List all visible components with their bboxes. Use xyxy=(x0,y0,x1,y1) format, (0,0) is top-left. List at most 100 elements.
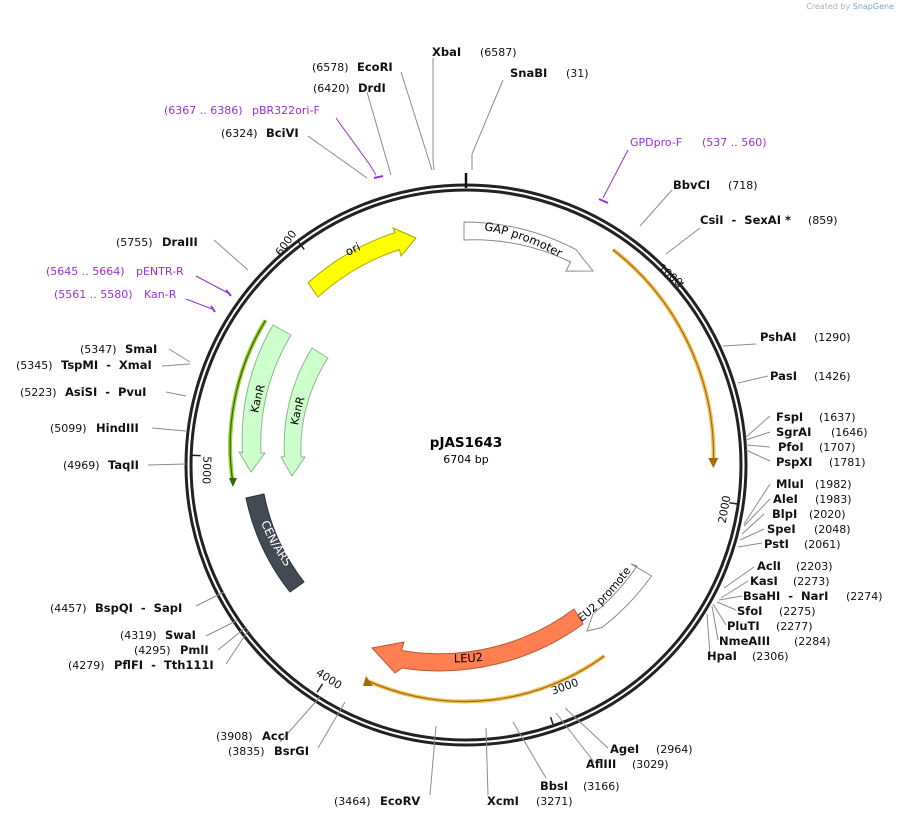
site-fspi-name[interactable]: FspI xyxy=(776,410,803,424)
site-bbvci-name[interactable]: BbvCI xyxy=(673,178,710,192)
site-asisi-pvui-name[interactable]: AsiSI - PvuI xyxy=(65,385,146,399)
primer-pentr-r-name[interactable]: pENTR-R xyxy=(136,265,184,278)
site-pflfi-tth111i-pos: (4279) xyxy=(68,659,105,672)
site-agei-pos: (2964) xyxy=(656,743,693,756)
feature-ori[interactable]: ori xyxy=(307,227,417,298)
primer-kan-r-name[interactable]: Kan-R xyxy=(144,288,177,301)
site-bsrgi-pos: (3835) xyxy=(228,745,265,758)
site-swai-name[interactable]: SwaI xyxy=(165,628,196,642)
site-pshai-name[interactable]: PshAI xyxy=(760,330,796,344)
site-kasi-name[interactable]: KasI xyxy=(750,574,778,588)
site-pspxi-name[interactable]: PspXI xyxy=(776,455,812,469)
primer-pbr322ori-f-name[interactable]: pBR322ori-F xyxy=(252,104,320,117)
site-pfoi-pos: (1707) xyxy=(819,441,856,454)
site-pasi-name[interactable]: PasI xyxy=(770,369,797,383)
site-xcmi-name[interactable]: XcmI xyxy=(487,794,519,808)
site-hindiii-pos: (5099) xyxy=(50,422,87,435)
site-nmeaiii-pos: (2284) xyxy=(794,635,831,648)
site-bspqi-sapi-pos: (4457) xyxy=(50,602,87,615)
primer-pbr322ori-f-range: (6367 .. 6386) xyxy=(164,104,243,117)
site-pflfi-tth111i-name[interactable]: PflFI - Tth111I xyxy=(114,658,214,672)
site-bcivi-name[interactable]: BciVI xyxy=(266,126,299,140)
site-bbvci-pos: (718) xyxy=(728,179,758,192)
site-xbai-name[interactable]: XbaI xyxy=(432,45,461,59)
snapgene-credit: Created by SnapGene xyxy=(806,2,894,11)
site-xcmi-pos: (3271) xyxy=(536,795,573,808)
site-pluti-name[interactable]: PluTI xyxy=(727,619,760,633)
site-draiii-name[interactable]: DraIII xyxy=(162,235,198,249)
site-spei-pos: (2048) xyxy=(814,523,851,536)
site-bbsi-pos: (3166) xyxy=(583,780,620,793)
site-acli-name[interactable]: AclI xyxy=(757,559,781,573)
site-ecorv-name[interactable]: EcoRV xyxy=(380,794,420,808)
feature-kanr-inner[interactable]: KanR xyxy=(280,347,329,477)
site-hindiii-name[interactable]: HindIII xyxy=(96,421,139,435)
site-ecori-pos: (6578) xyxy=(312,61,349,74)
site-pshai-pos: (1290) xyxy=(814,331,851,344)
site-bbsi-name[interactable]: BbsI xyxy=(540,779,568,793)
credit-brand: SnapGene xyxy=(852,2,894,11)
site-mlui-pos: (1982) xyxy=(815,478,852,491)
site-xbai-pos: (6587) xyxy=(480,46,517,59)
site-asisi-pvui-pos: (5223) xyxy=(20,386,57,399)
site-bsahi-nari-name[interactable]: BsaHI - NarI xyxy=(743,589,828,603)
site-csii-sexai-name[interactable]: CsiI - SexAI * xyxy=(700,213,791,227)
feature-leu2[interactable]: LEU2 xyxy=(371,608,584,674)
site-pspxi-pos: (1781) xyxy=(829,456,866,469)
site-pmli-pos: (4295) xyxy=(134,644,171,657)
site-bcivi-pos: (6324) xyxy=(221,127,258,140)
site-nmeaiii-name[interactable]: NmeAIII xyxy=(719,634,770,648)
primer-gpdpro-f-name[interactable]: GPDpro-F xyxy=(630,136,682,149)
site-swai-pos: (4319) xyxy=(120,629,157,642)
site-leaders xyxy=(147,58,771,796)
site-pmli-name[interactable]: PmlI xyxy=(180,643,209,657)
feature-cen-ars[interactable]: CEN/ARS xyxy=(245,493,305,593)
site-agei-name[interactable]: AgeI xyxy=(610,742,639,756)
site-smai-name[interactable]: SmaI xyxy=(125,342,157,356)
primer-gpdpro-f-range: (537 .. 560) xyxy=(702,136,767,149)
site-ecori-name[interactable]: EcoRI xyxy=(357,60,393,74)
site-csii-sexai-pos: (859) xyxy=(808,214,838,227)
site-pfoi-name[interactable]: PfoI xyxy=(778,440,804,454)
plasmid-length: 6704 bp xyxy=(443,453,488,466)
site-sgrai-name[interactable]: SgrAI xyxy=(776,425,811,439)
svg-text:LEU2: LEU2 xyxy=(454,650,484,666)
site-snabi-name[interactable]: SnaBI xyxy=(510,66,547,80)
site-labels: XbaI (6587) SnaBI (31) (6578) EcoRI (642… xyxy=(16,45,883,808)
feature-highlights xyxy=(228,248,719,704)
site-spei-name[interactable]: SpeI xyxy=(767,522,796,536)
site-bsahi-nari-pos: (2274) xyxy=(846,590,883,603)
plasmid-title: pJAS1643 6704 bp xyxy=(430,435,502,466)
site-fspi-pos: (1637) xyxy=(819,411,856,424)
site-hpai-pos: (2306) xyxy=(752,650,789,663)
site-alei-name[interactable]: AleI xyxy=(773,492,798,506)
site-snabi-pos: (31) xyxy=(566,67,589,80)
site-sfoi-name[interactable]: SfoI xyxy=(737,604,762,618)
credit-prefix: Created by xyxy=(806,2,851,11)
site-hpai-name[interactable]: HpaI xyxy=(707,649,737,663)
site-psti-pos: (2061) xyxy=(804,538,841,551)
site-acci-name[interactable]: AccI xyxy=(262,729,289,743)
svg-text:ori: ori xyxy=(343,240,363,259)
site-acci-pos: (3908) xyxy=(216,730,253,743)
site-afliii-name[interactable]: AflIII xyxy=(586,757,616,771)
site-drdi-name[interactable]: DrdI xyxy=(358,81,386,95)
primer-pentr-r-range: (5645 .. 5664) xyxy=(46,265,125,278)
feature-gap-promoter[interactable]: GAP promoter xyxy=(463,219,595,272)
plasmid-name: pJAS1643 xyxy=(430,435,502,451)
site-sfoi-pos: (2275) xyxy=(779,605,816,618)
site-alei-pos: (1983) xyxy=(815,493,852,506)
site-bspqi-sapi-name[interactable]: BspQI - SapI xyxy=(95,601,182,615)
site-tspmi-xmai-name[interactable]: TspMI - XmaI xyxy=(61,358,152,372)
site-kasi-pos: (2273) xyxy=(793,575,830,588)
site-bsrgi-name[interactable]: BsrGI xyxy=(274,744,309,758)
site-psti-name[interactable]: PstI xyxy=(764,537,789,551)
feature-kanr-outer[interactable]: KanR xyxy=(238,324,292,473)
site-taqii-name[interactable]: TaqII xyxy=(108,458,139,472)
feature-label-ori: ori xyxy=(343,240,363,259)
site-mlui-name[interactable]: MluI xyxy=(776,477,804,491)
tick-4000: 4000 xyxy=(314,666,345,692)
site-blpi-name[interactable]: BlpI xyxy=(772,507,797,521)
site-tspmi-xmai-pos: (5345) xyxy=(16,359,53,372)
